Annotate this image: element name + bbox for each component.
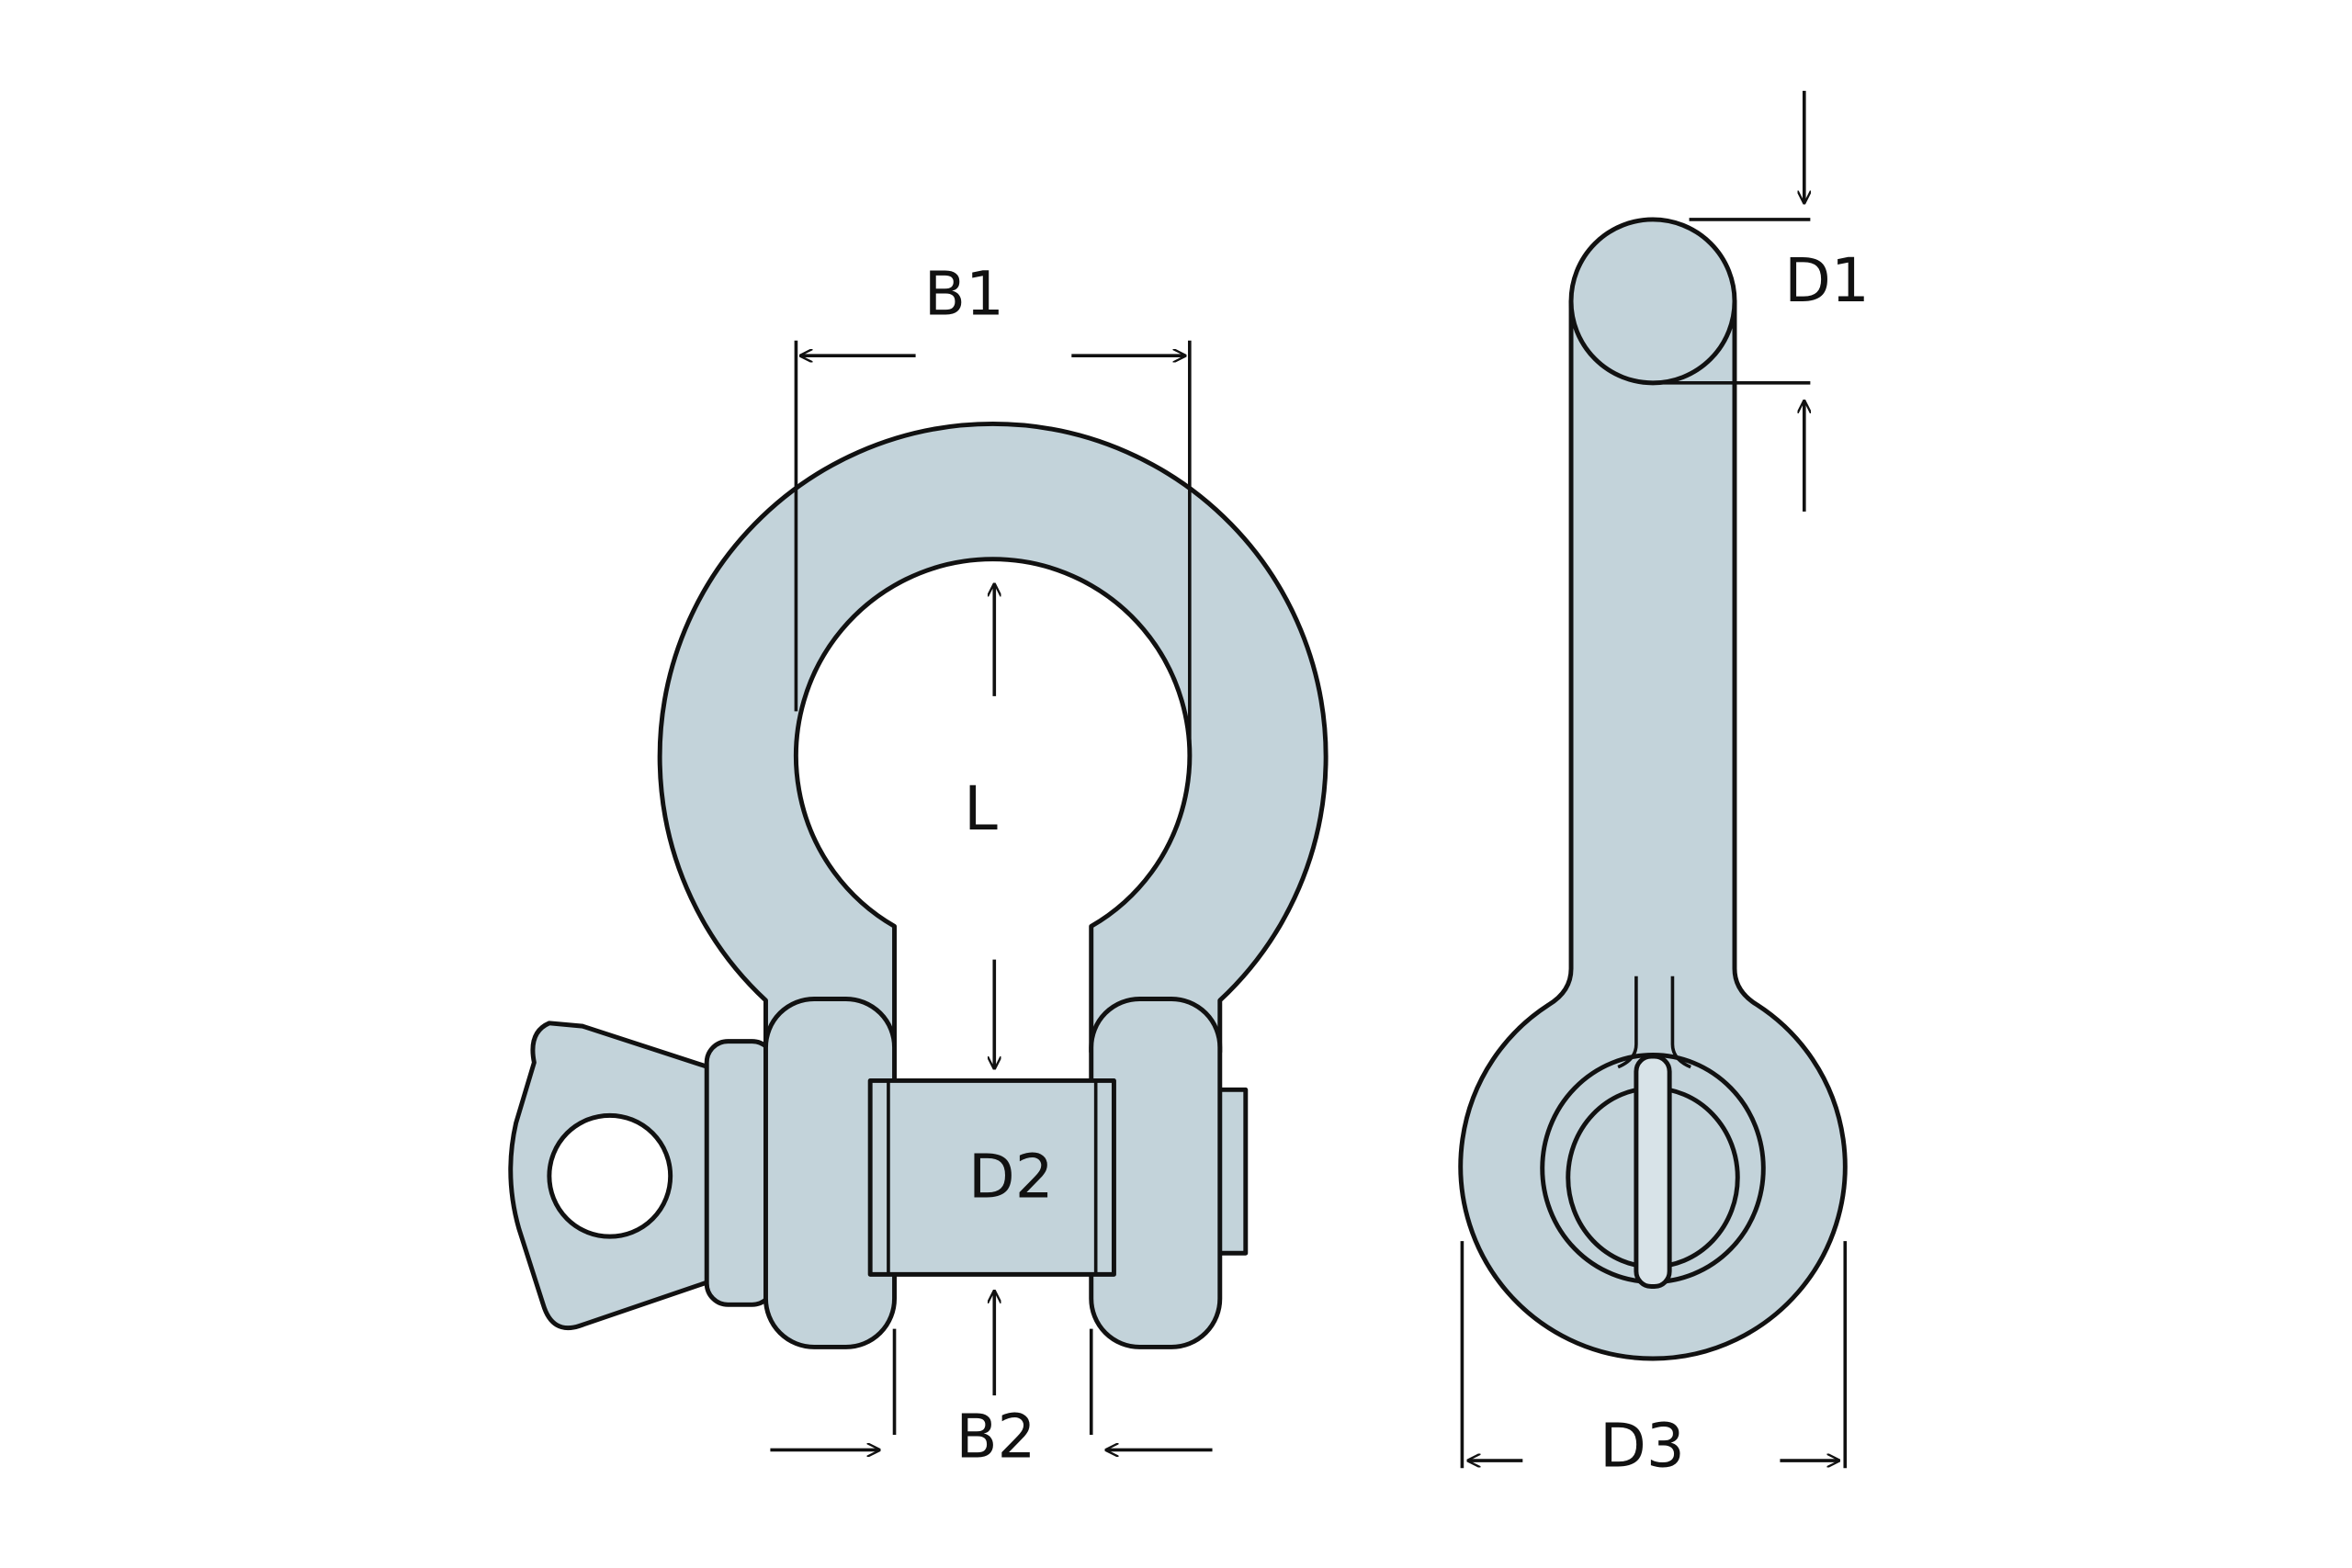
shackle-bow	[657, 421, 1329, 1055]
side-view	[1458, 217, 1848, 1361]
label-d2: D2	[968, 1141, 1054, 1212]
side-body	[1458, 299, 1848, 1361]
dimension-b1: B1	[794, 259, 1192, 742]
bow-cross-section	[1568, 217, 1737, 386]
wing-nut-edge	[1634, 1054, 1672, 1290]
dimension-l: L	[964, 584, 998, 1068]
front-view	[508, 421, 1329, 1349]
pin-body	[867, 1077, 1116, 1277]
label-b1: B1	[924, 259, 1004, 330]
dimension-b2: B2	[770, 1291, 1213, 1472]
label-b2: B2	[956, 1402, 1035, 1472]
dimension-d1: D1	[1653, 90, 1870, 512]
dimension-d3: D3	[1460, 1241, 1848, 1482]
label-d3: D3	[1600, 1411, 1685, 1482]
label-d1: D1	[1784, 245, 1870, 316]
label-l: L	[964, 773, 998, 844]
pin-collar	[704, 1039, 776, 1307]
wing-nut-hole	[547, 1112, 673, 1239]
